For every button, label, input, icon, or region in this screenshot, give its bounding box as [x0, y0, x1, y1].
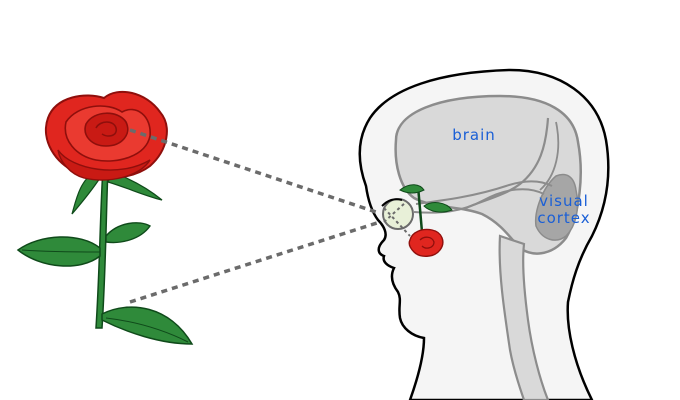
brainstem	[498, 234, 550, 400]
rose-leaf-mid	[105, 222, 152, 244]
retinal-stem	[416, 185, 424, 233]
brain-label: brain	[452, 126, 496, 144]
rose-leaf-bottom-vein	[105, 317, 189, 343]
sight-lines	[129, 128, 381, 304]
rose-sepals	[71, 171, 163, 215]
rose-leaf-bottom	[101, 306, 194, 345]
eyeball	[382, 198, 414, 230]
sight-line-top	[129, 128, 377, 214]
rose-bloom-lower	[57, 149, 151, 181]
eye-cross-2	[383, 201, 407, 223]
sight-line-bottom	[129, 220, 381, 304]
visual-cortex-region	[534, 173, 579, 241]
visual-cortex-label: visual cortex	[537, 192, 591, 227]
retinal-rose-center	[419, 236, 435, 249]
eye-cross-1	[383, 207, 411, 237]
rose-icon	[16, 90, 194, 345]
head-profile-icon	[358, 68, 610, 400]
rose-stem	[95, 167, 109, 329]
retinal-image	[399, 184, 453, 257]
rose-bloom-swirl	[95, 121, 118, 137]
retinal-leaf-top	[399, 184, 425, 194]
retinal-rose-bloom	[408, 228, 444, 257]
rose-bloom-center	[84, 112, 129, 147]
eye-icon	[381, 198, 414, 237]
retinal-leaf-right	[423, 202, 453, 213]
rose-leaf-left-vein	[21, 249, 101, 253]
brain-fold-2	[539, 121, 560, 191]
optic-pathway	[413, 180, 553, 214]
eyelid	[381, 198, 403, 207]
